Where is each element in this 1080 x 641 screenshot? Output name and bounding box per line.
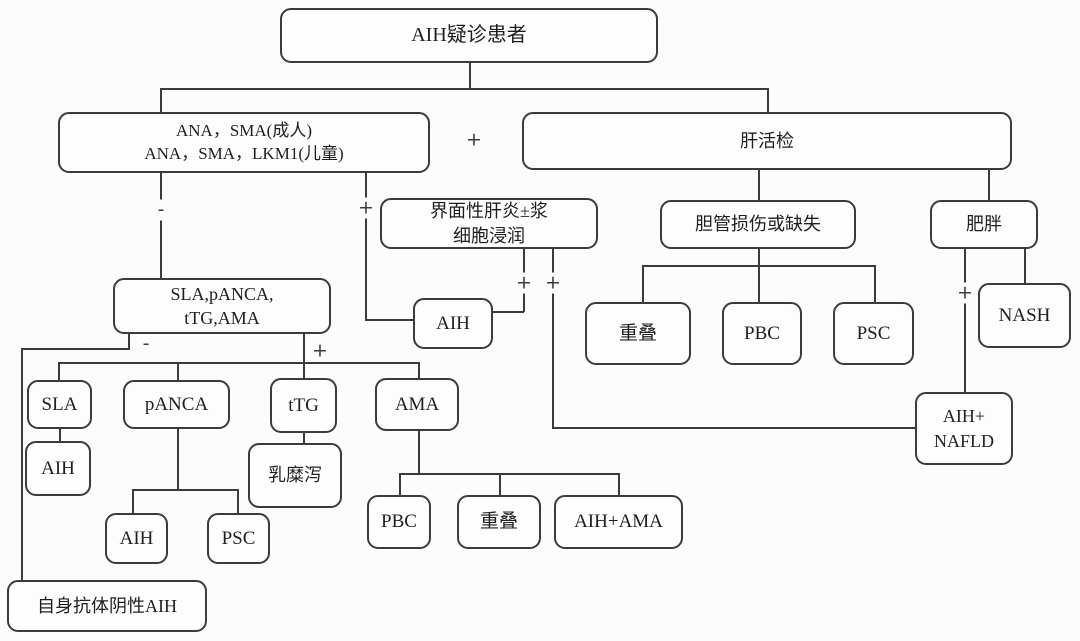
node-label: 重叠 xyxy=(479,511,518,533)
node-label: 界面性肝炎±浆 细胞浸润 xyxy=(430,201,548,246)
connector-line xyxy=(469,62,471,89)
node-label: AIH xyxy=(436,312,470,334)
connector-line xyxy=(399,473,401,496)
node-autoantibody-negative-aih: 自身抗体阴性AIH xyxy=(7,580,207,632)
node-label: 肝活检 xyxy=(740,130,794,151)
node-label: PSC xyxy=(221,527,256,549)
connector-line xyxy=(21,348,130,350)
node-label: 乳糜泻 xyxy=(268,465,322,486)
node-label: AMA xyxy=(394,393,440,415)
connector-line xyxy=(552,427,916,429)
node-obesity: 肥胖 xyxy=(930,200,1038,249)
connector-line xyxy=(499,473,501,496)
node-aih-plus-ama: AIH+AMA xyxy=(554,495,683,549)
connector-line xyxy=(418,362,420,379)
node-psc: PSC xyxy=(833,302,914,365)
node-pbc: PBC xyxy=(722,302,802,365)
connector-line xyxy=(618,473,620,496)
connector-line xyxy=(552,248,554,428)
connector-line xyxy=(160,172,162,279)
node-label: tTG xyxy=(288,394,319,416)
connector-line xyxy=(177,362,179,381)
connector-line xyxy=(58,362,420,364)
node-psc-panca: PSC xyxy=(207,513,270,564)
connector-line xyxy=(132,489,134,514)
node-liver-biopsy: 肝活检 xyxy=(522,112,1012,170)
node-label: pANCA xyxy=(144,393,209,415)
node-label: PBC xyxy=(744,322,780,344)
node-pbc-ama: PBC xyxy=(367,495,431,549)
node-suspected-aih: AIH疑诊患者 xyxy=(280,8,658,63)
connector-line xyxy=(365,319,414,321)
node-label: AIH+ NAFLD xyxy=(933,406,994,451)
node-interface-hepatitis: 界面性肝炎±浆 细胞浸润 xyxy=(380,198,598,249)
node-label: AIH xyxy=(41,457,75,479)
node-aih-sla-positive: AIH xyxy=(25,441,91,496)
node-overlap-ama: 重叠 xyxy=(457,495,541,549)
edge-label-plus-icon: + xyxy=(954,282,976,304)
connector-line xyxy=(160,88,162,113)
node-label: 重叠 xyxy=(618,322,657,344)
node-ttg: tTG xyxy=(270,378,337,433)
node-bile-duct-injury: 胆管损伤或缺失 xyxy=(660,200,856,249)
connector-line xyxy=(303,362,305,379)
connector-line xyxy=(418,430,420,474)
node-label: SLA,pANCA, tTG,AMA xyxy=(170,283,274,328)
connector-line xyxy=(767,88,769,113)
connector-line xyxy=(303,333,305,363)
node-label: AIH+AMA xyxy=(574,511,663,533)
node-aih-result: AIH xyxy=(413,298,493,349)
connector-line xyxy=(303,432,305,444)
node-ama: AMA xyxy=(375,378,459,431)
node-label: AIH xyxy=(119,527,154,549)
node-label: AIH疑诊患者 xyxy=(411,24,527,46)
node-serology-ana-sma: ANA，SMA(成人) ANA，SMA，LKM1(儿童) xyxy=(58,112,430,173)
connector-line xyxy=(874,265,876,303)
edge-label-minus-icon: - xyxy=(139,333,153,355)
node-sla: SLA xyxy=(27,380,92,429)
node-antibody-panel: SLA,pANCA, tTG,AMA xyxy=(113,278,331,334)
node-aih-panca: AIH xyxy=(105,513,168,564)
edge-label-plus-icon: + xyxy=(542,272,564,294)
connector-line xyxy=(21,348,23,581)
connector-line xyxy=(58,362,60,381)
node-label: PSC xyxy=(856,322,891,344)
connector-line xyxy=(237,489,239,514)
edge-label-plus-icon: + xyxy=(463,129,485,151)
connector-line xyxy=(758,265,760,303)
connector-line xyxy=(964,248,966,393)
connector-line xyxy=(59,428,61,442)
connector-line xyxy=(642,265,644,303)
edge-label-minus-icon: - xyxy=(154,199,168,221)
edge-label-plus-icon: + xyxy=(355,197,377,219)
node-panca: pANCA xyxy=(123,380,230,429)
connector-line xyxy=(365,172,367,321)
connector-line xyxy=(758,169,760,201)
edge-label-plus-icon: + xyxy=(513,272,535,294)
connector-line xyxy=(128,333,130,349)
node-celiac-disease: 乳糜泻 xyxy=(248,443,342,508)
connector-line xyxy=(1024,248,1026,284)
connector-line xyxy=(132,489,239,491)
node-label: NASH xyxy=(998,304,1051,326)
node-nash: NASH xyxy=(978,283,1071,348)
connector-line xyxy=(988,169,990,201)
node-aih-nafld: AIH+ NAFLD xyxy=(915,392,1013,465)
node-overlap-syndrome: 重叠 xyxy=(585,302,691,365)
connector-line xyxy=(177,428,179,490)
connector-line xyxy=(399,473,620,475)
connector-line xyxy=(160,88,769,90)
connector-line xyxy=(758,248,760,266)
node-label: 肥胖 xyxy=(966,214,1002,235)
node-label: ANA，SMA(成人) ANA，SMA，LKM1(儿童) xyxy=(144,120,344,163)
node-label: 胆管损伤或缺失 xyxy=(695,214,821,235)
connector-line xyxy=(493,311,524,313)
node-label: SLA xyxy=(41,393,78,415)
node-label: PBC xyxy=(381,511,417,533)
node-label: 自身抗体阴性AIH xyxy=(37,595,177,616)
edge-label-plus-icon: + xyxy=(309,340,331,362)
